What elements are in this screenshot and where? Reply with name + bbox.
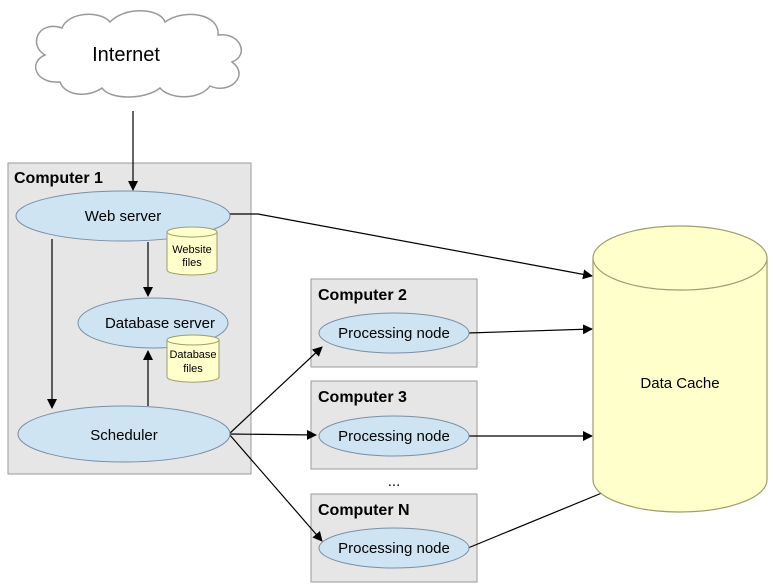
- processing-node-2: Processing node: [318, 312, 470, 354]
- processing-node-3: Processing node: [318, 415, 470, 457]
- edge-scheduler-proc3: [228, 429, 317, 440]
- edge-proc2-datacache: [467, 324, 593, 335]
- internet-cloud: Internet: [35, 10, 243, 98]
- edge-webserver-datacache: [229, 213, 593, 280]
- website-files-label-line1: Website: [172, 244, 212, 256]
- edge-procn-datacache: [467, 486, 615, 549]
- edge-scheduler-procn: [228, 433, 323, 542]
- website-files-label-line2: files: [182, 257, 202, 269]
- computer-n-title: Computer N: [318, 502, 410, 519]
- processing-node-n: Processing node: [318, 527, 470, 569]
- edges: [47, 111, 615, 549]
- website-files-cylinder: Website files: [166, 226, 218, 276]
- computer-1-title: Computer 1: [14, 170, 103, 187]
- ellipsis-label: ...: [388, 473, 401, 490]
- edge-scheduler-proc2: [228, 346, 323, 435]
- internet-label: Internet: [92, 44, 160, 66]
- data-cache-label: Data Cache: [640, 375, 719, 392]
- cloud-shape: [35, 10, 243, 98]
- processing-node-n-label: Processing node: [338, 540, 450, 557]
- processing-node-3-label: Processing node: [338, 428, 450, 445]
- database-files-label-line1: Database: [169, 349, 216, 361]
- computer-3-title: Computer 3: [318, 389, 407, 406]
- database-files-label-line2: files: [183, 363, 203, 375]
- scheduler-node: Scheduler: [17, 405, 231, 463]
- computer-2-title: Computer 2: [318, 287, 407, 304]
- data-cache-cylinder: Data Cache: [592, 225, 768, 513]
- scheduler-label: Scheduler: [90, 427, 158, 444]
- processing-node-2-label: Processing node: [338, 325, 450, 342]
- database-files-cylinder: Database files: [166, 334, 220, 383]
- web-server-label: Web server: [85, 208, 161, 225]
- database-server-label: Database server: [105, 315, 215, 332]
